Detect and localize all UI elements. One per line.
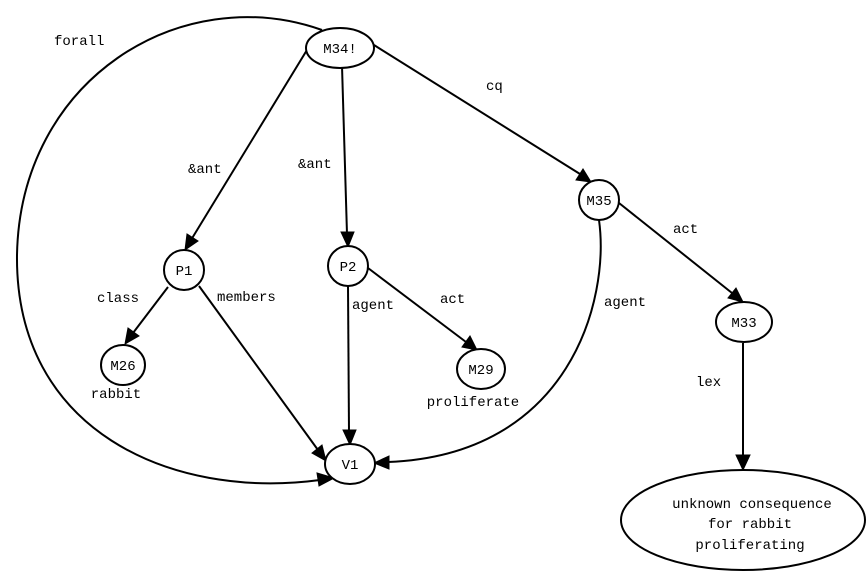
arrowhead xyxy=(311,444,327,463)
arrowhead xyxy=(184,233,199,252)
edge-agent-p2: agent xyxy=(342,285,394,447)
arrowhead xyxy=(727,287,744,303)
node-shape xyxy=(715,301,773,343)
node-label: M35 xyxy=(586,194,611,210)
edge-ant-p2: &ant xyxy=(298,65,355,249)
node-label: P2 xyxy=(340,260,357,276)
arrowhead xyxy=(575,168,592,183)
edge-act-m35: act xyxy=(618,202,744,303)
edge-label: lex xyxy=(696,375,721,391)
edge-line xyxy=(132,286,169,334)
node-shape xyxy=(456,348,506,390)
edge-label: &ant xyxy=(188,162,222,178)
edge-line xyxy=(618,202,733,294)
node-label: M29 xyxy=(468,363,493,379)
node-shape xyxy=(578,179,620,221)
edge-cq: cq xyxy=(373,44,592,183)
edge-line xyxy=(15,16,323,485)
node-m33[interactable]: M33 xyxy=(715,301,773,343)
edge-label: class xyxy=(97,291,139,307)
node-v1[interactable]: V1 xyxy=(324,443,376,485)
edge-label: agent xyxy=(352,298,394,314)
edge-label: act xyxy=(440,292,465,308)
node-shape xyxy=(324,443,376,485)
node-label: M26 xyxy=(110,359,135,375)
node-annotation: rabbit xyxy=(91,387,141,403)
arrowhead xyxy=(342,429,357,447)
node-label: M34! xyxy=(323,42,357,58)
arrowhead xyxy=(316,472,336,487)
node-p1[interactable]: P1 xyxy=(163,249,205,291)
edge-line xyxy=(347,285,350,433)
edge-label: agent xyxy=(604,295,646,311)
node-m26[interactable]: M26 rabbit xyxy=(91,344,146,403)
node-label-line: unknown consequence xyxy=(672,497,832,513)
node-consequence[interactable]: unknown consequence for rabbit prolifera… xyxy=(620,469,866,571)
node-p2[interactable]: P2 xyxy=(327,245,369,287)
edge-line xyxy=(190,44,311,241)
edge-line xyxy=(367,267,467,343)
node-shape xyxy=(100,344,146,386)
node-m35[interactable]: M35 xyxy=(578,179,620,221)
edge-label: act xyxy=(673,222,698,238)
node-shape xyxy=(163,249,205,291)
node-label-line: for rabbit xyxy=(708,517,792,533)
edge-agent-m35: agent xyxy=(372,219,646,470)
node-label: M33 xyxy=(731,316,756,332)
node-shape xyxy=(305,27,375,69)
node-label: V1 xyxy=(342,458,359,474)
edge-class: class xyxy=(97,286,169,345)
edge-label: members xyxy=(217,290,276,306)
edge-lex: lex xyxy=(696,343,751,472)
edge-members: members xyxy=(198,285,327,463)
node-annotation: proliferate xyxy=(427,395,519,411)
node-label-line: proliferating xyxy=(695,538,804,554)
arrowhead xyxy=(124,327,140,345)
arrowhead xyxy=(372,455,390,470)
edge-label: &ant xyxy=(298,157,332,173)
edge-label: forall xyxy=(54,34,104,50)
edge-act-p2: act xyxy=(367,267,478,351)
edge-line xyxy=(198,285,319,451)
arrowhead xyxy=(735,454,751,472)
edge-ant-p1: &ant xyxy=(184,44,311,252)
edge-label: cq xyxy=(486,79,503,95)
node-label: P1 xyxy=(176,264,193,280)
arrowhead xyxy=(461,335,478,351)
node-m29[interactable]: M29 proliferate xyxy=(427,348,519,411)
node-shape xyxy=(620,469,866,571)
edge-line xyxy=(373,44,581,175)
arrowhead xyxy=(340,231,355,249)
edge-line xyxy=(341,65,348,235)
edge-forall: forall xyxy=(15,16,336,487)
node-m34[interactable]: M34! xyxy=(305,27,375,69)
edge-line xyxy=(387,219,602,463)
node-shape xyxy=(327,245,369,287)
